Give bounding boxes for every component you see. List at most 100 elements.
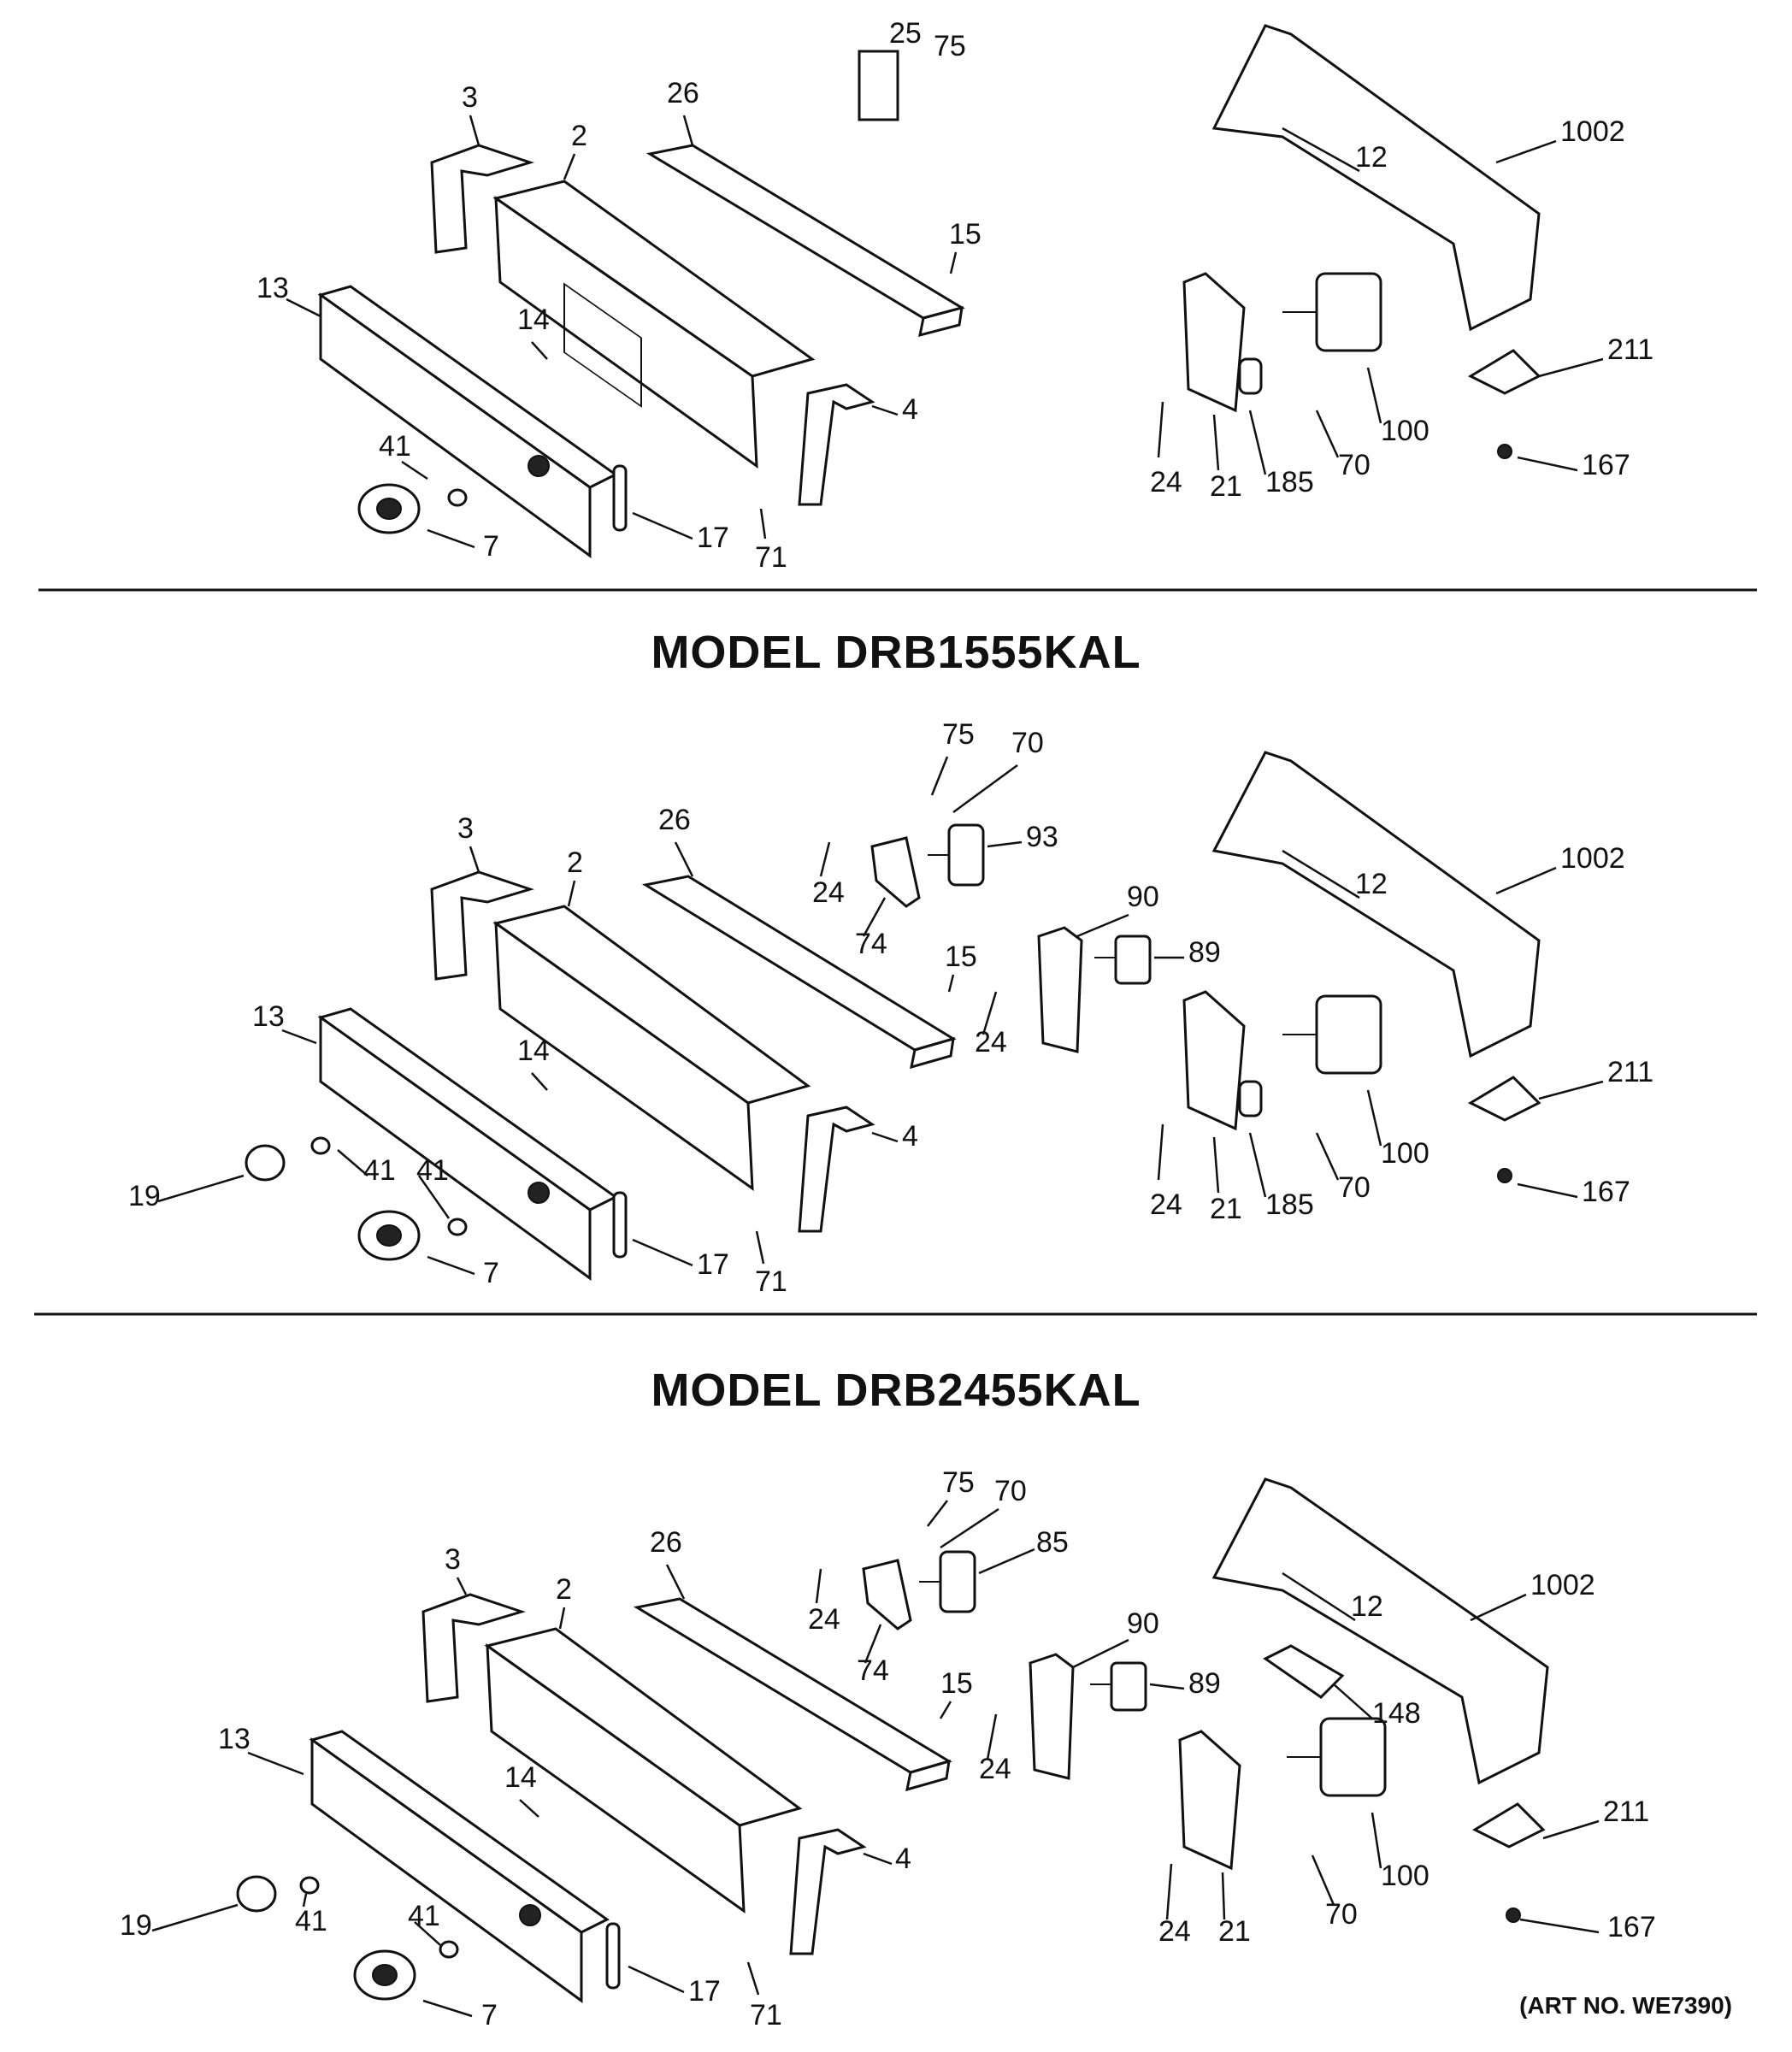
callout-number: 24 (1150, 1188, 1182, 1221)
leader-line (628, 1965, 685, 1994)
leader-line (157, 1174, 245, 1203)
callout-section-2-4: 4 (871, 1120, 918, 1153)
callout-section-1-75: 75 (934, 30, 966, 62)
section-1-diagram (317, 24, 1541, 558)
callout-number: 41 (416, 1154, 449, 1187)
callout-number: 19 (128, 1180, 161, 1212)
callout-section-1-17: 17 (632, 511, 729, 554)
model-title-2: MODEL DRB2455KAL (651, 1365, 1141, 1416)
callout-section-3-70: 70 (1311, 1854, 1358, 1931)
callout-section-2-70: 70 (1315, 1132, 1371, 1204)
leader-line (1221, 1872, 1226, 1920)
callout-number: 13 (256, 272, 289, 304)
callout-section-2-70: 70 (952, 727, 1044, 814)
callout-section-1-12: 12 (1282, 127, 1388, 174)
callout-number: 2 (571, 120, 587, 152)
leader-line (863, 1852, 893, 1866)
callout-number: 17 (697, 522, 729, 554)
callout-section-2-71: 71 (755, 1230, 787, 1298)
leader-line (519, 1799, 539, 1818)
leader-line (286, 298, 321, 318)
callout-section-3-26: 26 (650, 1526, 686, 1600)
leader-line (1333, 1683, 1373, 1719)
callout-section-3-7: 7 (422, 1999, 498, 2031)
callout-number: 15 (949, 218, 981, 251)
leader-line (1371, 1812, 1382, 1869)
callout-section-1-7: 7 (427, 528, 499, 563)
end-cap-left-part (430, 870, 534, 981)
callout-section-1-14: 14 (517, 304, 550, 360)
callout-section-3-41: 41 (295, 1893, 327, 1937)
callout-section-3-70: 70 (940, 1475, 1027, 1549)
leader-line (422, 1999, 473, 2018)
callout-number: 13 (218, 1723, 251, 1755)
callout-section-3-148: 148 (1333, 1683, 1421, 1730)
callout-number: 41 (379, 430, 411, 463)
callout-section-2-26: 26 (658, 804, 694, 877)
callout-section-1-70: 70 (1315, 410, 1371, 481)
console-housing-part (1211, 751, 1541, 1058)
leader-line (1517, 456, 1578, 472)
callout-section-1-211: 211 (1538, 333, 1653, 378)
callout-section-2-2: 2 (567, 846, 583, 907)
leader-line (247, 1751, 304, 1776)
leader-line (930, 756, 949, 796)
leader-line (1157, 401, 1164, 458)
callout-section-1-167: 167 (1517, 449, 1630, 481)
callout-section-2-17: 17 (632, 1238, 729, 1281)
callout-number: 185 (1265, 1188, 1314, 1221)
callout-number: 26 (650, 1526, 682, 1559)
callout-number: 41 (363, 1154, 396, 1187)
leader-line (871, 1131, 899, 1143)
end-cap-right-part (798, 383, 875, 506)
leader-line (981, 991, 998, 1035)
callout-number: 4 (902, 1120, 918, 1153)
section-3-diagram (236, 1477, 1549, 2003)
callout-section-2-24: 24 (975, 991, 1007, 1058)
leader-line (1212, 414, 1220, 471)
callout-number: 41 (295, 1905, 327, 1937)
callout-number: 24 (1158, 1915, 1191, 1948)
leader-line (1519, 1918, 1600, 1934)
callout-number: 15 (940, 1667, 973, 1700)
callout-number: 24 (808, 1603, 840, 1636)
callout-number: 100 (1381, 415, 1429, 447)
leader-line (819, 841, 831, 877)
leader-line (1212, 1136, 1220, 1194)
callout-number: 75 (942, 718, 975, 751)
callout-section-1-26: 26 (667, 77, 699, 146)
leader-line (1282, 1571, 1356, 1622)
callout-section-3-4: 4 (863, 1843, 911, 1875)
leader-line (456, 1577, 468, 1595)
callout-section-1-71: 71 (755, 508, 787, 574)
leader-line (281, 1029, 317, 1045)
callout-number: 12 (1351, 1590, 1383, 1623)
leader-line (1315, 410, 1340, 458)
callout-number: 211 (1607, 1056, 1653, 1088)
callout-number: 70 (1325, 1898, 1358, 1931)
callout-number: 167 (1582, 1176, 1630, 1208)
leader-line (1076, 913, 1129, 938)
callout-number: 7 (481, 1999, 498, 2031)
leader-line (632, 511, 693, 540)
callout-number: 24 (979, 1753, 1011, 1785)
callout-section-2-24: 24 (1150, 1123, 1182, 1221)
leader-line (414, 1921, 441, 1946)
leader-line (1282, 849, 1360, 899)
leader-line (531, 341, 548, 360)
console-housing-part (1211, 1477, 1549, 1785)
callout-number: 15 (945, 940, 977, 973)
callout-section-3-2: 2 (556, 1573, 572, 1630)
callout-section-2-74: 74 (855, 897, 887, 960)
callout-section-2-93: 93 (987, 821, 1058, 853)
leader-line (871, 404, 899, 416)
leader-line (864, 1624, 882, 1664)
leader-line (531, 1072, 548, 1091)
leader-line (746, 1961, 760, 1996)
callout-section-2-12: 12 (1282, 849, 1388, 900)
callout-number: 13 (252, 1000, 285, 1033)
leader-line (1282, 127, 1360, 173)
end-cap-right-part (789, 1828, 867, 1955)
